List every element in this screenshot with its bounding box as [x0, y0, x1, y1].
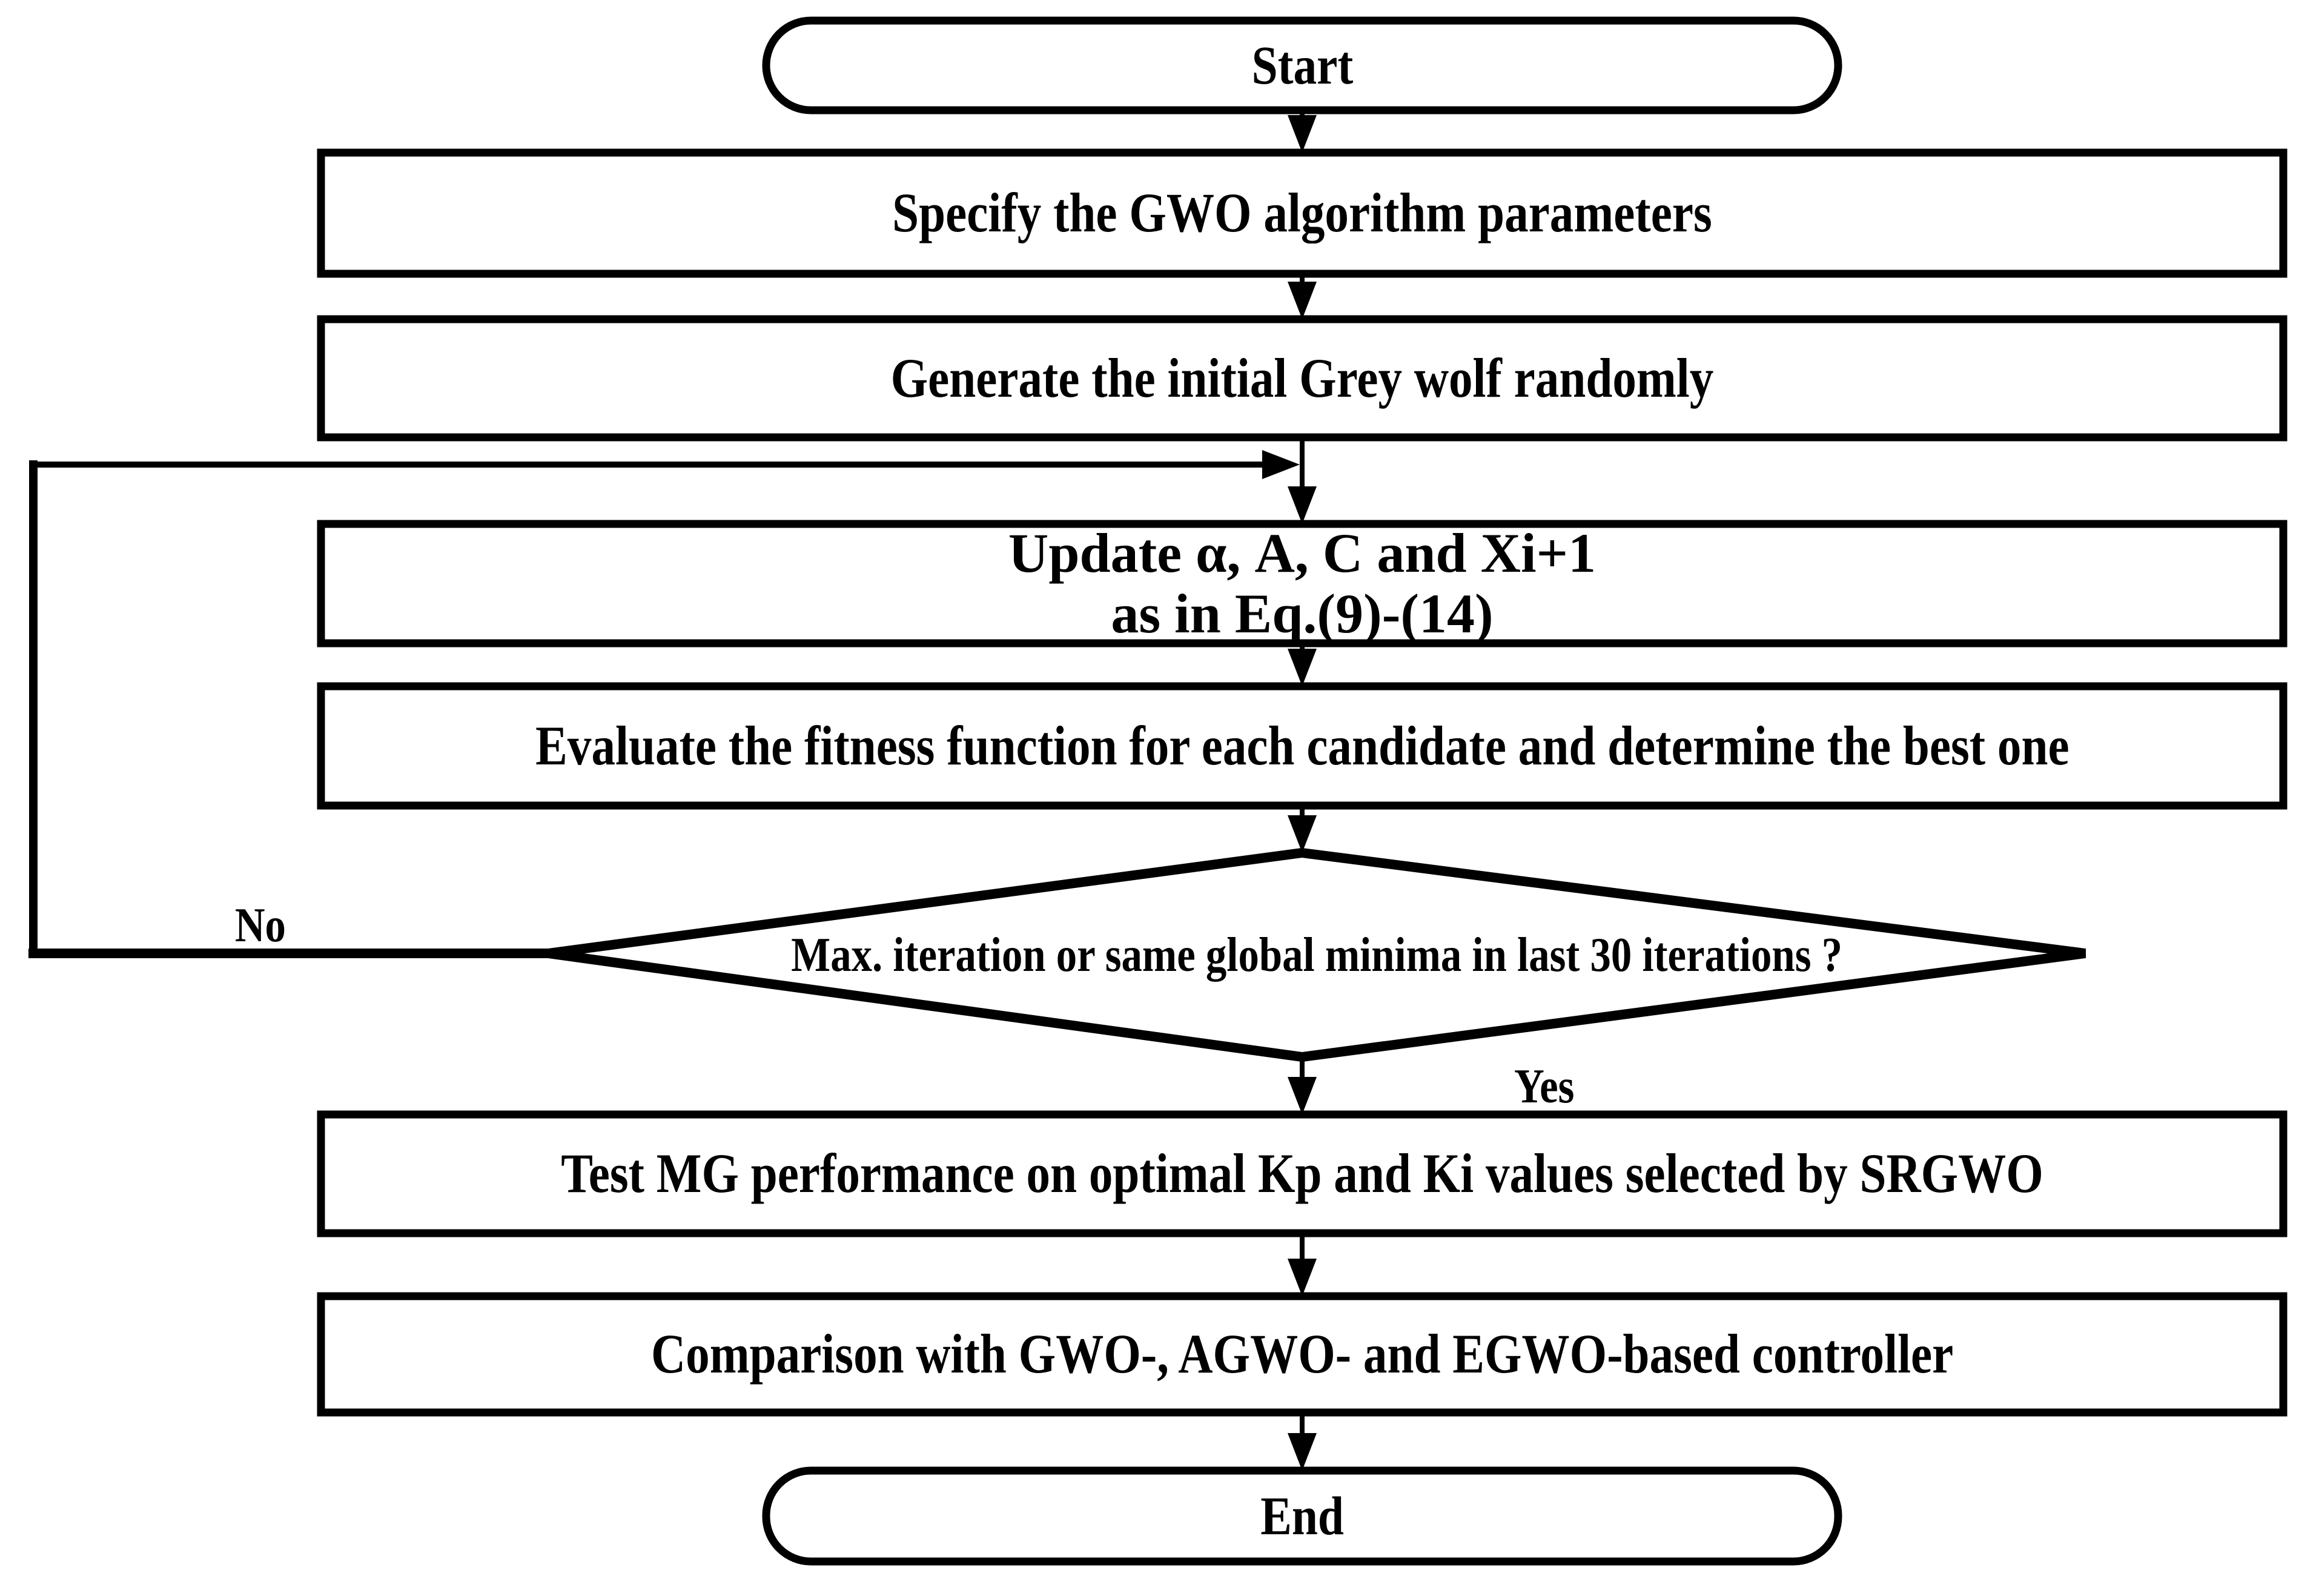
arrowhead-into-evaluate [1288, 649, 1317, 686]
arrowhead-no-loop [1262, 450, 1300, 479]
test-label-text: Test MG performance on optimal Kp and Ki… [561, 1142, 2043, 1205]
update-label-line2: as in Eq.(9)-(14) [1111, 582, 1494, 644]
arrowhead-into-compare [1288, 1259, 1317, 1296]
decision-label-text: Max. iteration or same global minima in … [791, 928, 1842, 982]
process-update-label: Update α, A, C and Xi+1 as in Eq.(9)-(14… [321, 522, 2283, 644]
update-label-line1: Update α, A, C and Xi+1 [1008, 522, 1596, 584]
evaluate-label-text: Evaluate the fitness function for each c… [535, 714, 2070, 776]
arrowhead-into-update [1288, 486, 1317, 524]
arrowhead-into-end [1288, 1433, 1317, 1471]
process-compare-label: Comparison with GWO-, AGWO- and EGWO-bas… [321, 1296, 2283, 1412]
compare-label-text: Comparison with GWO-, AGWO- and EGWO-bas… [650, 1323, 1954, 1385]
start-label-text: Start [1251, 35, 1353, 96]
process-box-update [317, 520, 2288, 647]
process-evaluate-label: Evaluate the fitness function for each c… [321, 686, 2283, 806]
start-terminator-label: Start [766, 21, 1838, 110]
no-label-text: No [234, 899, 286, 952]
process-test-label: Test MG performance on optimal Kp and Ki… [321, 1114, 2283, 1233]
arrowhead-into-test [1288, 1077, 1317, 1114]
branch-label-no: No [145, 899, 376, 952]
end-label-text: End [1260, 1486, 1344, 1546]
arrowhead-into-decision [1288, 815, 1317, 853]
update-label-line2-wrap: as in Eq.(9)-(14) [1111, 582, 1494, 644]
update-label-line1-wrap: Update α, A, C and Xi+1 [1008, 522, 1596, 584]
yes-label-text: Yes [1514, 1060, 1575, 1113]
arrowhead-into-specify [1288, 115, 1317, 153]
arrowhead-into-generate [1288, 282, 1317, 319]
process-box-specify [317, 148, 2288, 278]
generate-label-text: Generate the initial Grey wolf randomly [890, 346, 1714, 409]
specify-label-text: Specify the GWO algorithm parameters [892, 182, 1712, 244]
branch-label-yes: Yes [1429, 1060, 1659, 1113]
process-specify-label: Specify the GWO algorithm parameters [321, 153, 2283, 274]
process-generate-label: Generate the initial Grey wolf randomly [321, 319, 2283, 437]
decision-diamond-label: Max. iteration or same global minima in … [548, 853, 2085, 1057]
end-terminator-label: End [766, 1471, 1838, 1561]
